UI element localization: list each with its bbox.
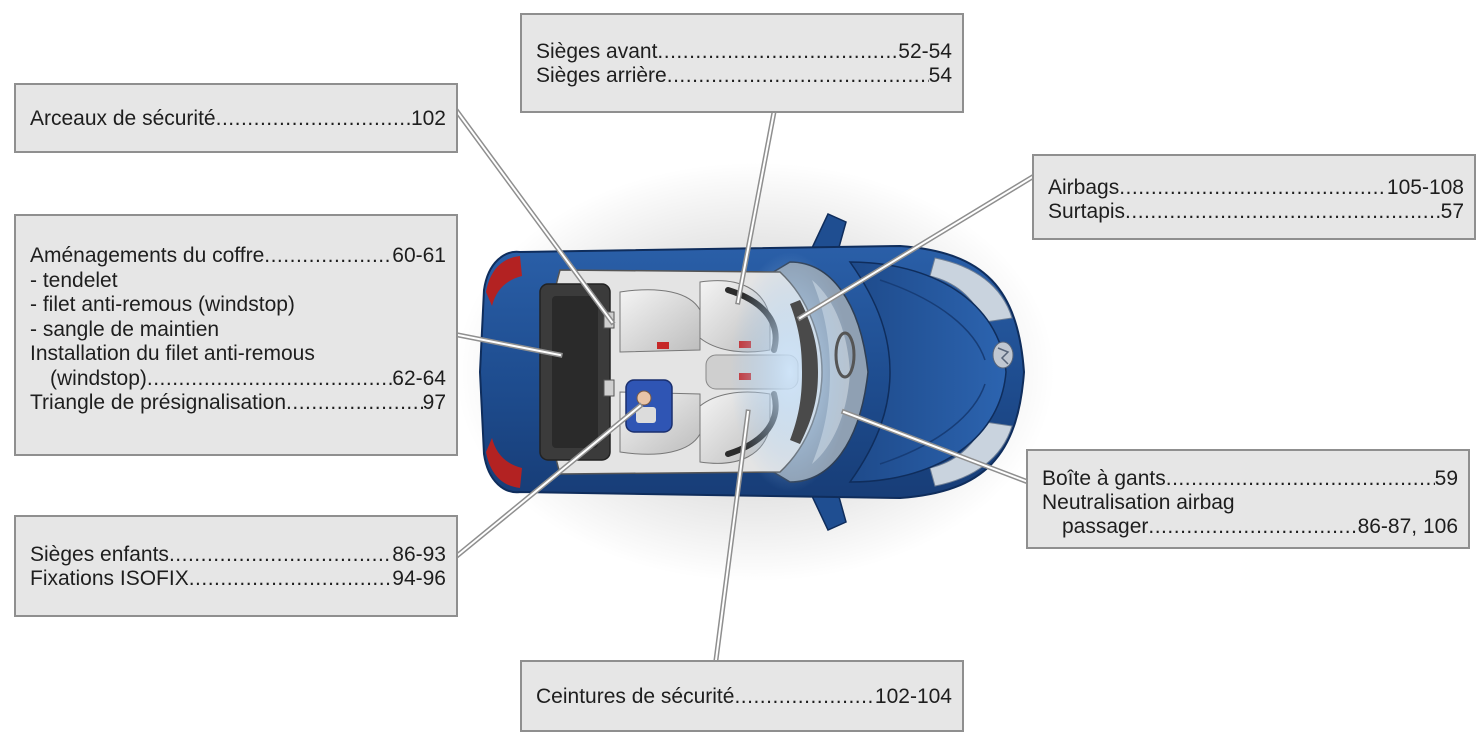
dot-leader	[657, 40, 898, 64]
row-label: (windstop)	[50, 366, 147, 390]
callout-airbags-row: Surtapis 57	[1048, 200, 1464, 224]
page-ref: 54	[928, 64, 952, 87]
dot-leader	[216, 107, 411, 131]
headlight-top	[929, 257, 1013, 323]
row-label: Triangle de présignalisation	[30, 391, 287, 414]
callout-coffre-row: Installation du filet anti-remous	[30, 342, 446, 367]
callout-gants-row: Neutralisation airbag	[1042, 491, 1458, 515]
callout-coffre-row: (windstop) 62-64	[30, 367, 446, 392]
callout-coffre-row: - filet anti-remous (windstop)	[30, 293, 446, 318]
dot-leader	[734, 685, 874, 709]
headlight-bottom	[929, 421, 1013, 487]
trunk-inner	[552, 296, 598, 448]
roll-bar-bottom	[603, 379, 615, 397]
row-label: Installation du filet anti-remous	[30, 342, 315, 365]
row-label: Surtapis	[1048, 200, 1126, 223]
page-ref: 52-54	[898, 40, 952, 63]
page-ref: 62-64	[392, 366, 446, 390]
callout-arceaux: Arceaux de sécurité 102	[14, 83, 458, 153]
callout-sieges-row: Sièges arrière 54	[536, 64, 952, 88]
callout-coffre-row: - tendelet	[30, 269, 446, 294]
dot-leader	[667, 64, 929, 88]
row-label: - filet anti-remous (windstop)	[30, 293, 295, 316]
callout-ceintures-row: Ceintures de sécurité 102-104	[536, 685, 952, 709]
dot-leader	[264, 244, 392, 269]
page-ref: 105-108	[1386, 176, 1464, 199]
callout-coffre-row: Triangle de présignalisation 97	[30, 391, 446, 416]
callout-ceintures: Ceintures de sécurité 102-104	[520, 660, 964, 732]
isofix-marker-1	[657, 342, 669, 349]
dot-leader	[1148, 515, 1357, 539]
callout-coffre-row: Aménagements du coffre 60-61	[30, 244, 446, 269]
hood-line-bottom	[879, 383, 986, 465]
callout-airbags-row: Airbags 105-108	[1048, 176, 1464, 200]
dot-leader	[1119, 176, 1387, 200]
row-label: Neutralisation airbag	[1042, 491, 1235, 514]
row-label: Ceintures de sécurité	[536, 685, 735, 708]
row-label: - sangle de maintien	[30, 317, 220, 341]
callout-sieges-row: Sièges avant 52-54	[536, 40, 952, 64]
callout-coffre: Aménagements du coffre 60-61- tendelet- …	[14, 214, 458, 456]
steering-wheel-icon	[834, 331, 856, 379]
row-label: Sièges arrière	[536, 64, 667, 87]
row-label: Airbags	[1048, 176, 1120, 199]
dot-leader	[147, 367, 392, 392]
lion-badge-icon	[992, 341, 1014, 369]
callout-enfants-row: Sièges enfants 86-93	[30, 543, 446, 567]
page-ref: 86-87, 106	[1357, 515, 1458, 538]
row-label: Aménagements du coffre	[30, 244, 265, 267]
callout-arceaux-row: Arceaux de sécurité 102	[30, 107, 446, 131]
hood-line-top	[879, 279, 986, 361]
dot-leader	[189, 567, 393, 591]
page-ref: 59	[1434, 467, 1458, 490]
callout-coffre-row: - sangle de maintien	[30, 318, 446, 343]
rear-light-bottom	[486, 438, 522, 488]
page-ref: 86-93	[392, 543, 446, 566]
callout-gants-row: passager 86-87, 106	[1042, 515, 1458, 539]
dashboard	[790, 300, 818, 444]
page-ref: 102	[410, 107, 446, 130]
row-label: Sièges enfants	[30, 543, 169, 566]
row-label: passager	[1062, 515, 1149, 538]
rear-light-top	[486, 256, 522, 306]
callout-gants-row: Boîte à gants 59	[1042, 467, 1458, 491]
page-ref: 60-61	[392, 244, 446, 267]
page-ref: 97	[422, 391, 446, 414]
row-label: Fixations ISOFIX	[30, 567, 189, 590]
child-seat-icon	[625, 379, 673, 433]
callout-enfants-row: Fixations ISOFIX 94-96	[30, 567, 446, 591]
page-ref: 57	[1440, 200, 1464, 223]
page-ref: 102-104	[874, 685, 952, 708]
row-label: Sièges avant	[536, 40, 658, 63]
dot-leader	[169, 543, 392, 567]
row-label: Boîte à gants	[1042, 467, 1166, 490]
row-label: Arceaux de sécurité	[30, 107, 216, 130]
airbag-glow	[730, 252, 850, 492]
dot-leader	[286, 391, 423, 416]
dot-leader	[1166, 467, 1435, 491]
dot-leader	[1125, 200, 1441, 224]
row-label: - tendelet	[30, 268, 118, 292]
page-ref: 94-96	[392, 567, 446, 590]
